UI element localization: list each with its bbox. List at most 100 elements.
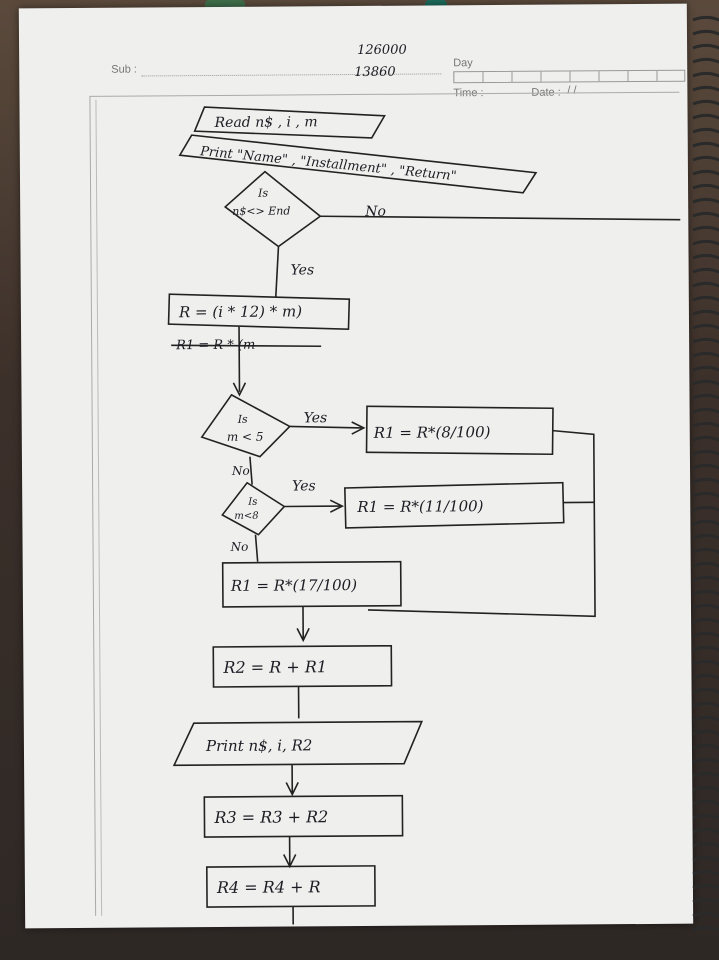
spiral-coil bbox=[692, 225, 719, 232]
spiral-coil bbox=[692, 365, 719, 372]
spiral-coil bbox=[692, 113, 719, 120]
yes-label-1: Yes bbox=[291, 262, 315, 278]
spiral-coil bbox=[692, 841, 719, 848]
spiral-coil bbox=[692, 393, 719, 400]
spiral-coil bbox=[692, 743, 719, 750]
spiral-coil bbox=[692, 757, 719, 764]
spiral-coil bbox=[692, 253, 719, 260]
spiral-coil bbox=[692, 897, 719, 904]
r1-17-box bbox=[221, 560, 402, 608]
spiral-coil bbox=[692, 267, 719, 274]
spiral-coil bbox=[692, 701, 719, 708]
no-label-2: No bbox=[231, 464, 250, 478]
r1-17-text: R1 = R*(17/100) bbox=[230, 576, 357, 595]
spiral-coil bbox=[692, 575, 719, 582]
spiral-coil bbox=[692, 463, 719, 470]
spiral-coil bbox=[692, 491, 719, 498]
spiral-coil bbox=[692, 659, 719, 666]
spiral-coil bbox=[692, 323, 719, 330]
spiral-coil bbox=[692, 519, 719, 526]
spiral-coil bbox=[692, 603, 719, 610]
r1-8-text: R1 = R*(8/100) bbox=[373, 423, 491, 442]
spiral-coil bbox=[692, 799, 719, 806]
number-bottom: 13860 bbox=[354, 65, 395, 80]
spiral-coil bbox=[692, 533, 719, 540]
spiral-coil bbox=[692, 169, 719, 176]
spiral-coil bbox=[692, 379, 719, 386]
spiral-coil bbox=[692, 141, 719, 148]
r4-text: R4 = R4 + R bbox=[216, 877, 321, 897]
decision-end-line2: n$<> End bbox=[232, 204, 290, 217]
spiral-coil bbox=[692, 589, 719, 596]
spiral-coil bbox=[692, 477, 719, 484]
decision-m8-shape bbox=[221, 481, 286, 536]
spiral-coil bbox=[692, 85, 719, 92]
r-box bbox=[167, 293, 351, 331]
decision-m8-line1: Is bbox=[247, 497, 257, 508]
r1-11-box bbox=[344, 481, 565, 529]
spiral-coil bbox=[692, 239, 719, 246]
no-label-1: No bbox=[364, 204, 386, 220]
spiral-coil bbox=[692, 547, 719, 554]
spiral-coil bbox=[692, 561, 719, 568]
spiral-coil bbox=[692, 617, 719, 624]
read-shape bbox=[193, 106, 386, 139]
spiral-coil bbox=[692, 421, 719, 428]
decision-m8-line2: m<8 bbox=[234, 511, 258, 522]
r3-box bbox=[203, 794, 404, 838]
yes-label-2: Yes bbox=[304, 410, 328, 426]
spiral-coil bbox=[692, 645, 719, 652]
spiral-binding bbox=[692, 15, 719, 932]
spiral-coil bbox=[692, 687, 719, 694]
decision-m5-line2: m < 5 bbox=[227, 430, 264, 444]
r2-text: R2 = R + R1 bbox=[222, 657, 327, 677]
print-header-shape bbox=[178, 134, 538, 194]
spiral-coil bbox=[692, 57, 719, 64]
spiral-coil bbox=[692, 505, 719, 512]
spiral-coil bbox=[692, 827, 719, 834]
r4-box bbox=[205, 865, 376, 908]
spiral-coil bbox=[692, 43, 719, 50]
spiral-coil bbox=[692, 729, 719, 736]
spiral-coil bbox=[692, 435, 719, 442]
r3-text: R3 = R3 + R2 bbox=[213, 807, 328, 827]
spiral-coil bbox=[692, 673, 719, 680]
read-text: Read n$ , i , m bbox=[214, 114, 318, 131]
spiral-coil bbox=[692, 407, 719, 414]
print-row-text: Print n$, i, R2 bbox=[205, 736, 313, 755]
notebook-page: Sub : Day Time : Date : / / bbox=[18, 3, 694, 929]
spiral-coil bbox=[692, 785, 719, 792]
spiral-coil bbox=[692, 197, 719, 204]
spiral-coil bbox=[692, 771, 719, 778]
decision-end-line1: Is bbox=[257, 187, 268, 200]
yes-label-3: Yes bbox=[292, 478, 316, 494]
decision-m5-shape bbox=[200, 393, 292, 458]
r2-box bbox=[212, 644, 393, 688]
spiral-coil bbox=[692, 183, 719, 190]
spiral-coil bbox=[692, 155, 719, 162]
struck-text: R1 = R * (m bbox=[175, 338, 255, 354]
spiral-coil bbox=[692, 309, 719, 316]
spiral-coil bbox=[692, 813, 719, 820]
spiral-coil bbox=[692, 127, 719, 134]
spiral-coil bbox=[692, 925, 719, 932]
spiral-coil bbox=[692, 883, 719, 890]
spiral-coil bbox=[692, 715, 719, 722]
spiral-coil bbox=[692, 71, 719, 78]
flowchart: 126000 13860 Read n$ , i , m Print "Name… bbox=[167, 43, 681, 925]
number-top: 126000 bbox=[357, 43, 407, 58]
spiral-coil bbox=[692, 869, 719, 876]
calc-r-text: R = (i * 12) * m) bbox=[178, 302, 302, 321]
r1-11-text: R1 = R*(11/100) bbox=[356, 497, 483, 516]
decision-m5-line1: Is bbox=[237, 413, 248, 426]
spiral-coil bbox=[692, 351, 719, 358]
spiral-coil bbox=[692, 295, 719, 302]
spiral-coil bbox=[692, 99, 719, 106]
print-row-shape bbox=[172, 720, 423, 767]
spiral-coil bbox=[692, 281, 719, 288]
spiral-coil bbox=[692, 15, 719, 22]
spiral-coil bbox=[692, 631, 719, 638]
spiral-coil bbox=[692, 211, 719, 218]
spiral-coil bbox=[692, 855, 719, 862]
no-label-3: No bbox=[230, 540, 249, 554]
